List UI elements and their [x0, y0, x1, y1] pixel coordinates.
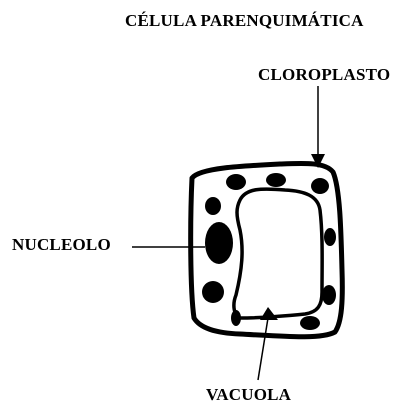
chloroplast — [231, 310, 241, 326]
chloroplast — [266, 173, 286, 187]
chloroplast — [322, 285, 336, 305]
chloroplast — [202, 281, 224, 303]
nucleolo — [205, 222, 233, 264]
vacuole-marker — [260, 307, 278, 320]
chloroplast — [300, 316, 320, 330]
chloroplast — [226, 174, 246, 190]
chloroplast — [311, 178, 329, 194]
vacuole — [234, 189, 322, 318]
vacuola-pointer-line — [258, 318, 268, 380]
chloroplast — [324, 228, 336, 246]
chloroplast — [205, 197, 221, 215]
